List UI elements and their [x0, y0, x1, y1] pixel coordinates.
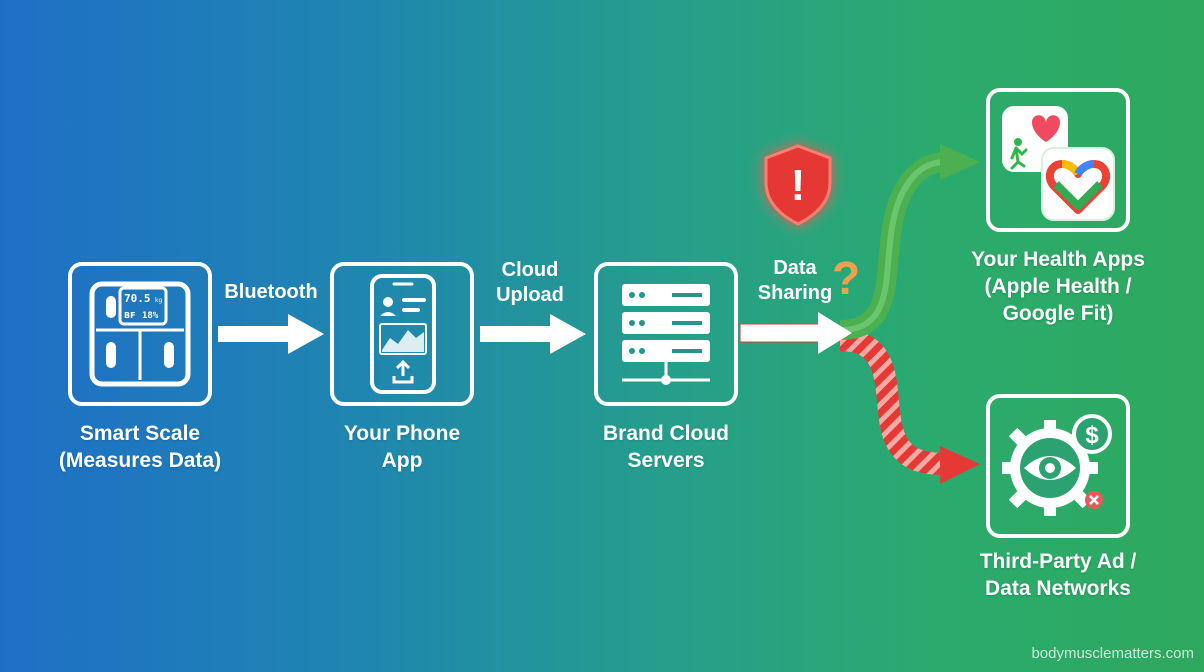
cloud-upload-label: Cloud Upload [496, 259, 564, 306]
brand-cloud-servers-node [594, 262, 738, 406]
warning-exclamation: ! [791, 161, 806, 210]
smart-scale-node: 70.5 kg BF 18% [68, 262, 212, 406]
scale-weight-text: 70.5 [124, 292, 151, 305]
bluetooth-arrow [218, 314, 324, 354]
health-apps-node [986, 88, 1130, 232]
dollar-sign: $ [1085, 422, 1099, 449]
phone-app-node [330, 262, 474, 406]
health-apps-icon [1002, 106, 1115, 221]
smart-scale-label: Smart Scale (Measures Data) [58, 422, 222, 472]
question-mark-icon: ? [832, 252, 861, 304]
cloud-upload-arrow [480, 314, 586, 354]
phone-app-label: Your Phone App [343, 422, 461, 472]
bathroom-scale-icon: 70.5 kg BF 18% [89, 281, 191, 387]
bluetooth-label: Bluetooth [224, 281, 318, 303]
smartphone-app-icon [370, 274, 436, 394]
server-rack-icon [622, 284, 710, 385]
scale-weight-unit: kg [155, 297, 162, 304]
third-party-sharing-arrow [839, 329, 946, 475]
scale-bf-value: 18% [142, 311, 159, 321]
health-apps-label: Your Health Apps (Apple Health / Google … [971, 248, 1145, 325]
data-sharing-split-arrows [739, 144, 980, 484]
third-party-ad-networks-label: Third-Party Ad / Data Networks [979, 550, 1137, 600]
data-sharing-label: Data Sharing [757, 257, 833, 304]
brand-cloud-servers-label: Brand Cloud Servers [603, 422, 729, 472]
watermark: bodymusclematters.com [1031, 645, 1194, 662]
third-party-ad-networks-node: $ [986, 394, 1130, 538]
scale-bf-label: BF [124, 311, 136, 320]
surveillance-eye-gear-icon: $ [1002, 414, 1112, 516]
warning-shield-icon: ! [764, 144, 832, 226]
